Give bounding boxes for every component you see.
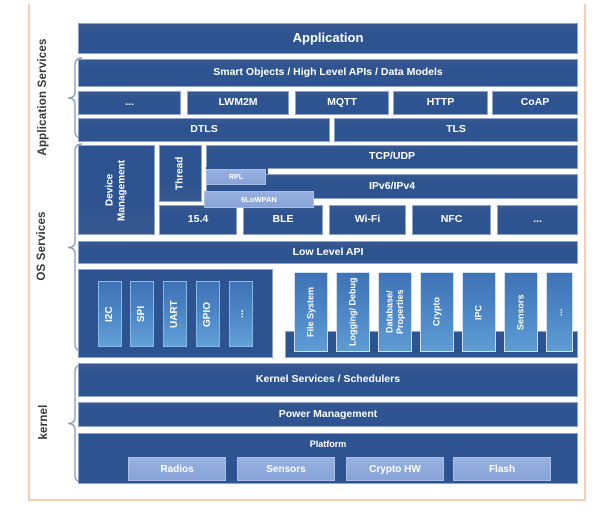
hw-box-radios: Radios	[128, 457, 226, 481]
driver-bar-gpio: GPIO	[196, 281, 220, 347]
box-wifi: Wi-Fi	[329, 205, 406, 235]
box-power-management: Power Management	[78, 402, 578, 427]
box-6lowpan: 6LoWPAN	[204, 191, 314, 208]
service-bar-sensors: Sensors	[504, 272, 538, 352]
driver-bar-i2c: I2C	[98, 281, 122, 347]
box-rpl: RPL	[206, 169, 266, 185]
service-bar-database-properties: Database/ Properties	[378, 272, 412, 352]
box-thread: Thread	[159, 145, 202, 202]
box-ble: BLE	[243, 205, 323, 235]
box-15-4: 15.4	[159, 205, 237, 235]
driver-bar-uart: UART	[163, 281, 187, 347]
service-bar-ipc: IPC	[462, 272, 496, 352]
brace-os-services	[67, 143, 83, 352]
box-coap: CoAP	[492, 91, 578, 115]
box-nfc: NFC	[412, 205, 491, 235]
box-lwm2m: LWM2M	[187, 91, 289, 115]
box-dtls: DTLS	[78, 118, 330, 142]
box-application: Application	[78, 23, 578, 54]
frame-border-right	[584, 4, 586, 500]
label-os-services: OS Services	[36, 211, 48, 281]
box-platform: Platform Radios Sensors Crypto HW Flash	[78, 433, 578, 484]
frame-border-bottom	[28, 499, 586, 501]
box-tls: TLS	[334, 118, 578, 142]
service-bar-crypto: Crypto	[420, 272, 454, 352]
service-bar-dots: ...	[546, 272, 573, 352]
label-kernel: kernel	[38, 404, 50, 440]
hw-box-flash: Flash	[453, 457, 551, 481]
box-low-level-api: Low Level API	[78, 241, 578, 264]
box-smart-objects: Smart Objects / High Level APIs / Data M…	[78, 59, 578, 87]
brace-application-services	[67, 57, 83, 139]
box-kernel-services: Kernel Services / Schedulers	[78, 363, 578, 397]
platform-label: Platform	[309, 439, 347, 449]
box-protocol-dots: ...	[78, 91, 181, 115]
driver-bar-spi: SPI	[130, 281, 154, 347]
box-http: HTTP	[393, 91, 488, 115]
frame-border-left	[28, 4, 30, 500]
box-device-management: Device Management	[78, 145, 155, 235]
box-tcp-udp: TCP/UDP	[206, 145, 578, 169]
label-application-services: Application Services	[37, 38, 49, 156]
brace-kernel	[67, 364, 83, 483]
hw-box-sensors: Sensors	[237, 457, 335, 481]
service-bar-file-system: File System	[294, 272, 328, 352]
service-bar-logging-debug: Logging/ Debug	[336, 272, 370, 352]
driver-bar-dots: ...	[229, 281, 253, 347]
hw-box-crypto-hw: Crypto HW	[346, 457, 444, 481]
box-mqtt: MQTT	[295, 91, 389, 115]
box-link-dots: ...	[497, 205, 578, 235]
